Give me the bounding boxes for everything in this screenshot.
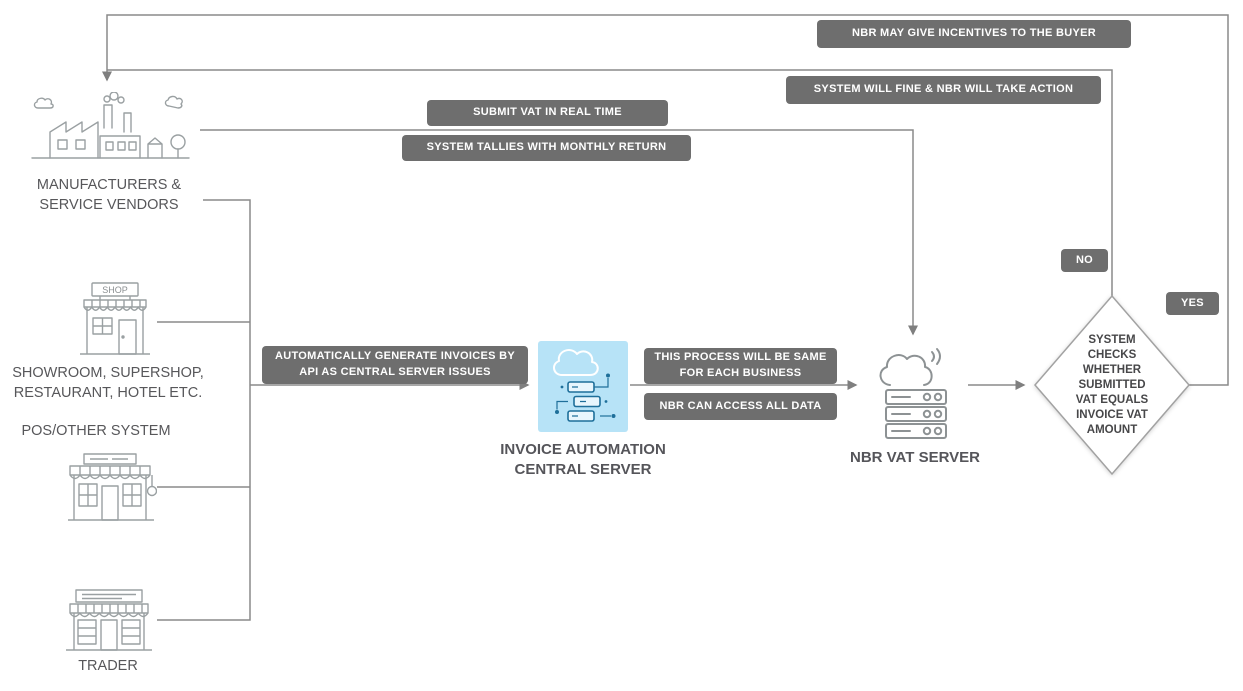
path-business-bus	[157, 199, 251, 621]
path-yes-loop	[102, 14, 1229, 386]
badge-nbr-access: NBR CAN ACCESS ALL DATA	[644, 393, 837, 420]
trader-icon	[66, 589, 152, 651]
badge-monthly-return: SYSTEM TALLIES WITH MONTHLY RETURN	[402, 135, 691, 161]
trader-label: TRADER	[78, 658, 138, 674]
badge-incentives: NBR MAY GIVE INCENTIVES TO THE BUYER	[817, 20, 1131, 48]
arrow-manufacturers-to-nbr	[200, 129, 918, 336]
badge-auto-generate: AUTOMATICALLY GENERATE INVOICES BY API A…	[262, 346, 528, 384]
shop-icon: SHOP	[80, 282, 150, 355]
badge-no: NO	[1061, 249, 1108, 272]
central-server-icon	[538, 341, 628, 432]
shop-sign-text: SHOP	[102, 285, 128, 295]
pos-store-icon	[68, 453, 157, 521]
central-server-label: INVOICE AUTOMATION CENTRAL SERVER	[500, 441, 666, 479]
badge-submit-vat: SUBMIT VAT IN REAL TIME	[427, 100, 668, 126]
showroom-label: SHOWROOM, SUPERSHOP, RESTAURANT, HOTEL E…	[12, 365, 204, 401]
pos-label: POS/OTHER SYSTEM	[21, 423, 171, 439]
decision-diamond	[1034, 294, 1190, 476]
factory-icon	[31, 92, 190, 159]
badge-fine-action: SYSTEM WILL FINE & NBR WILL TAKE ACTION	[786, 76, 1101, 104]
path-no-loop	[107, 69, 1113, 296]
manufacturers-label: MANUFACTURERS & SERVICE VENDORS	[36, 177, 182, 213]
decision-label: SYSTEM CHECKS WHETHER SUBMITTED VAT EQUA…	[1075, 334, 1149, 436]
nbr-vat-server-icon	[879, 348, 947, 439]
badge-yes: YES	[1166, 292, 1219, 315]
nbr-server-label: NBR VAT SERVER	[849, 449, 981, 466]
badge-same-process: THIS PROCESS WILL BE SAME FOR EACH BUSIN…	[644, 348, 837, 384]
